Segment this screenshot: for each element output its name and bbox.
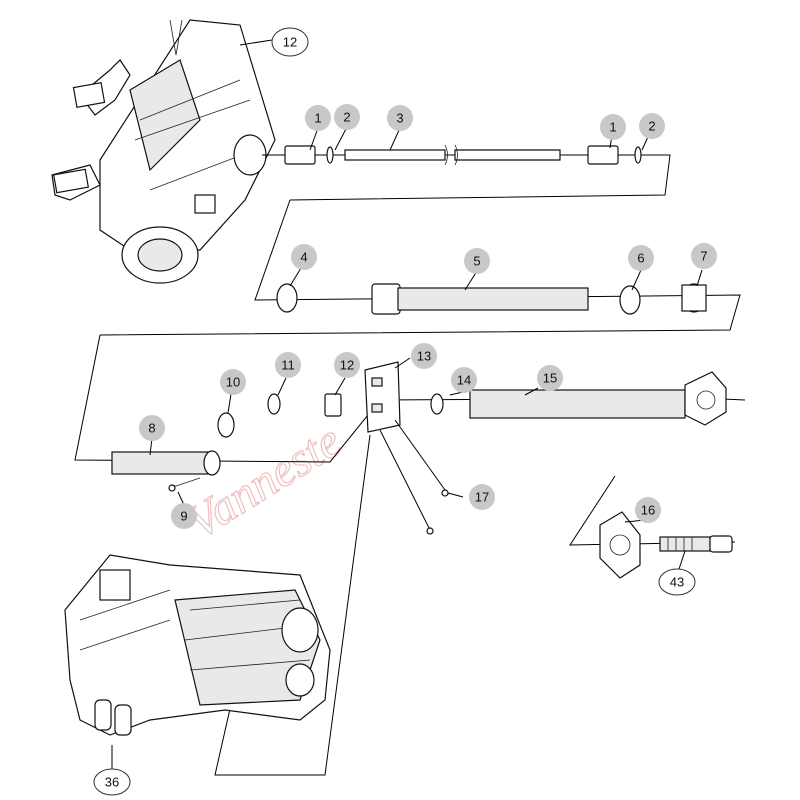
- tube-8: [111, 451, 213, 475]
- callout-1a: 1: [305, 105, 331, 131]
- flange-13: [364, 361, 401, 433]
- callout-12-ring: 12: [271, 27, 309, 57]
- svg-text:9: 9: [180, 509, 187, 524]
- callout-2b: 2: [639, 113, 665, 139]
- callout-16: 16: [635, 497, 661, 523]
- callout-11: 11: [275, 352, 301, 378]
- circlip-2b: [634, 146, 642, 164]
- oring-14: [430, 393, 444, 415]
- callout-2a: 2: [334, 104, 360, 130]
- callout-43-ring: 43: [658, 568, 696, 596]
- svg-text:2: 2: [648, 119, 655, 134]
- row2-assembly: [99, 199, 741, 336]
- row1-assembly: [262, 144, 671, 201]
- svg-text:1: 1: [609, 120, 616, 135]
- bushing-12: [324, 393, 342, 417]
- row3-assembly: [74, 334, 746, 535]
- callout-5: 5: [464, 248, 490, 274]
- callout-36-ring: 36: [93, 768, 131, 796]
- callout-6: 6: [628, 245, 654, 271]
- svg-text:11: 11: [281, 358, 295, 373]
- callout-7: 7: [691, 243, 717, 269]
- callout-12b: 12: [334, 352, 360, 378]
- tube-5-flange: [371, 283, 401, 315]
- bushing-1a: [284, 145, 316, 165]
- svg-text:13: 13: [417, 349, 431, 364]
- bolt-17: [441, 489, 449, 497]
- callout-4: 4: [291, 244, 317, 270]
- svg-text:43: 43: [670, 575, 684, 590]
- svg-text:10: 10: [226, 375, 240, 390]
- callout-9: 9: [171, 503, 197, 529]
- callouts: 1 2 3 1 2 4 5 6 7 8 9 10 11 12 13 14 15 …: [93, 27, 717, 796]
- callout-1b: 1: [600, 114, 626, 140]
- circlip-11: [267, 393, 281, 415]
- oring-4: [276, 283, 298, 313]
- row4-assembly: [569, 475, 736, 579]
- gasket-16: [599, 511, 641, 579]
- svg-text:3: 3: [396, 111, 403, 126]
- svg-text:12: 12: [283, 35, 297, 50]
- svg-text:6: 6: [637, 251, 644, 266]
- bolt-9: [168, 484, 176, 492]
- rear-housing: [64, 434, 371, 776]
- shaft-3-right: [454, 149, 561, 161]
- leader-lines: [149, 39, 703, 570]
- svg-text:14: 14: [457, 373, 471, 388]
- svg-text:17: 17: [475, 490, 489, 505]
- svg-text:8: 8: [148, 421, 155, 436]
- tube-15: [469, 389, 686, 419]
- callout-14: 14: [451, 367, 477, 393]
- callout-10: 10: [220, 369, 246, 395]
- svg-text:2: 2: [343, 110, 350, 125]
- clamp-6: [619, 285, 641, 315]
- svg-text:4: 4: [300, 250, 307, 265]
- bushing-1b: [587, 145, 619, 165]
- callout-3: 3: [387, 105, 413, 131]
- front-axle-housing: [51, 19, 276, 284]
- svg-text:7: 7: [700, 249, 707, 264]
- svg-text:16: 16: [641, 503, 655, 518]
- callout-13: 13: [411, 343, 437, 369]
- shaft-3-left: [344, 149, 446, 161]
- svg-text:1: 1: [314, 111, 321, 126]
- svg-text:12: 12: [340, 358, 354, 373]
- watermark-text: Vanneste: [178, 414, 351, 549]
- circlip-2a: [326, 146, 334, 164]
- shaft-43: [659, 536, 711, 552]
- callout-17: 17: [469, 484, 495, 510]
- oring-10: [217, 412, 235, 438]
- flange-15: [684, 371, 727, 426]
- callout-8: 8: [139, 415, 165, 441]
- callout-15: 15: [537, 365, 563, 391]
- svg-text:15: 15: [543, 371, 557, 386]
- svg-text:36: 36: [105, 775, 119, 790]
- svg-text:5: 5: [473, 254, 480, 269]
- tube-5: [397, 287, 589, 311]
